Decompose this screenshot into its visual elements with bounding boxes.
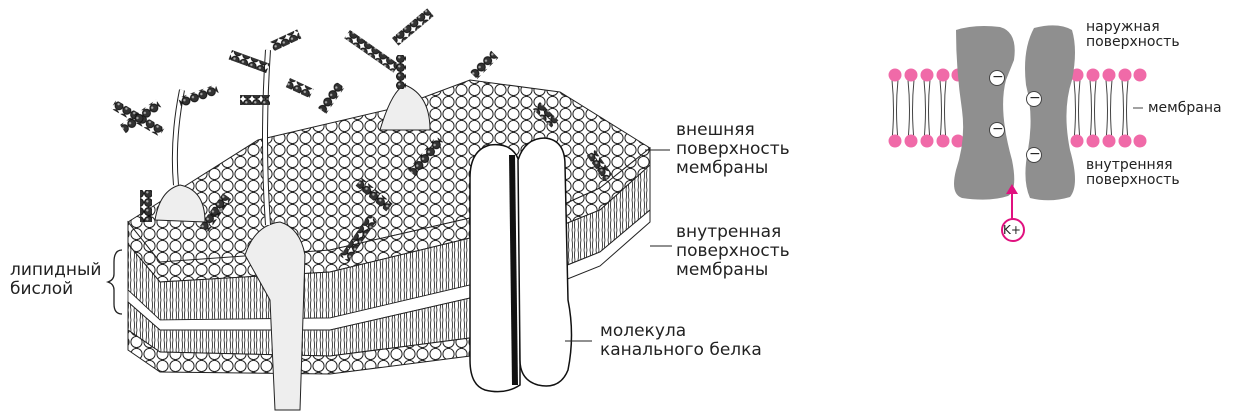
lipid-tails: [892, 80, 1128, 140]
channel-protein-right-half: [1025, 25, 1075, 200]
ion-label: K+: [1003, 223, 1021, 238]
charge-sign-1: −: [992, 70, 1004, 85]
charge-sign-3: −: [992, 122, 1004, 137]
charge-sign-4: −: [1029, 147, 1041, 162]
channel-protein-left-half: [954, 26, 1015, 200]
label-membrane: мембрана: [1148, 101, 1222, 116]
charge-sign-2: −: [1029, 91, 1041, 106]
label-outer-surface-right: наружная поверхность: [1086, 20, 1180, 50]
label-inner-surface-right: внутренняя поверхность: [1086, 158, 1180, 188]
